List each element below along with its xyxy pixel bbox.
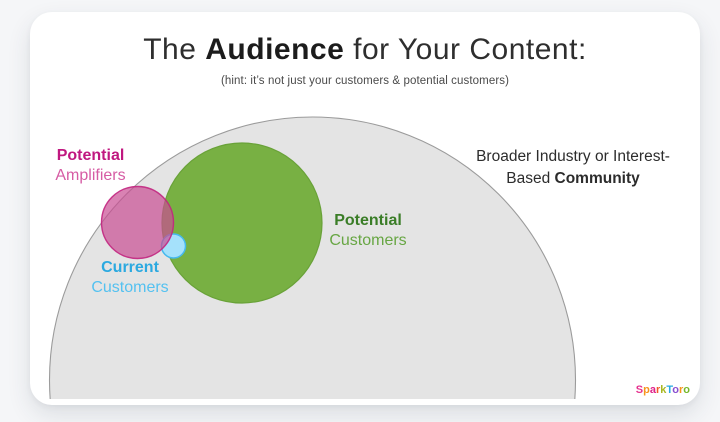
- title-pre: The: [143, 33, 206, 66]
- logo-letter: T: [666, 384, 673, 396]
- label-current-customers-line1: Current: [101, 259, 159, 276]
- label-potential-customers-line2: Customers: [329, 231, 407, 249]
- logo-letter: a: [649, 384, 656, 396]
- potential-amplifiers-circle: [100, 185, 175, 260]
- label-current-customers-line2: Customers: [91, 278, 169, 296]
- logo-letter: S: [635, 384, 644, 396]
- sparktoro-logo: SparkToro: [636, 384, 690, 396]
- audience-venn-diagram: [49, 116, 576, 399]
- subtitle-hint: (hint: it’s not just your customers & po…: [220, 75, 510, 87]
- label-potential-amplifiers-line1: Potential: [56, 147, 125, 164]
- label-potential-amplifiers-line2: Amplifiers: [55, 166, 126, 184]
- label-current-customers: Current Customers: [70, 258, 190, 297]
- slide-card: The Audience for Your Content: (hint: it…: [30, 12, 700, 405]
- label-broader-community-line1: Broader Industry or Interest-: [476, 148, 670, 165]
- logo-letter: p: [643, 384, 650, 396]
- label-potential-customers-line1: Potential: [334, 212, 402, 229]
- page-title: The Audience for Your Content:: [30, 32, 700, 68]
- label-broader-community-line2: Based Community: [463, 168, 683, 190]
- logo-letter: r: [655, 384, 661, 396]
- title-post: for Your Content:: [344, 33, 587, 66]
- logo-letter: k: [660, 384, 667, 396]
- label-broader-community-line2-pre: Based: [506, 170, 555, 187]
- logo-letter: r: [678, 384, 684, 396]
- label-potential-amplifiers: Potential Amplifiers: [30, 146, 151, 185]
- label-broader-community-line2-bold: Community: [554, 170, 640, 187]
- logo-letter: o: [672, 384, 679, 396]
- label-broader-community: Broader Industry or Interest- Based Comm…: [463, 146, 683, 190]
- label-potential-customers: Potential Customers: [308, 211, 428, 250]
- logo-letter: o: [683, 384, 690, 396]
- title-emphasis: Audience: [205, 33, 345, 66]
